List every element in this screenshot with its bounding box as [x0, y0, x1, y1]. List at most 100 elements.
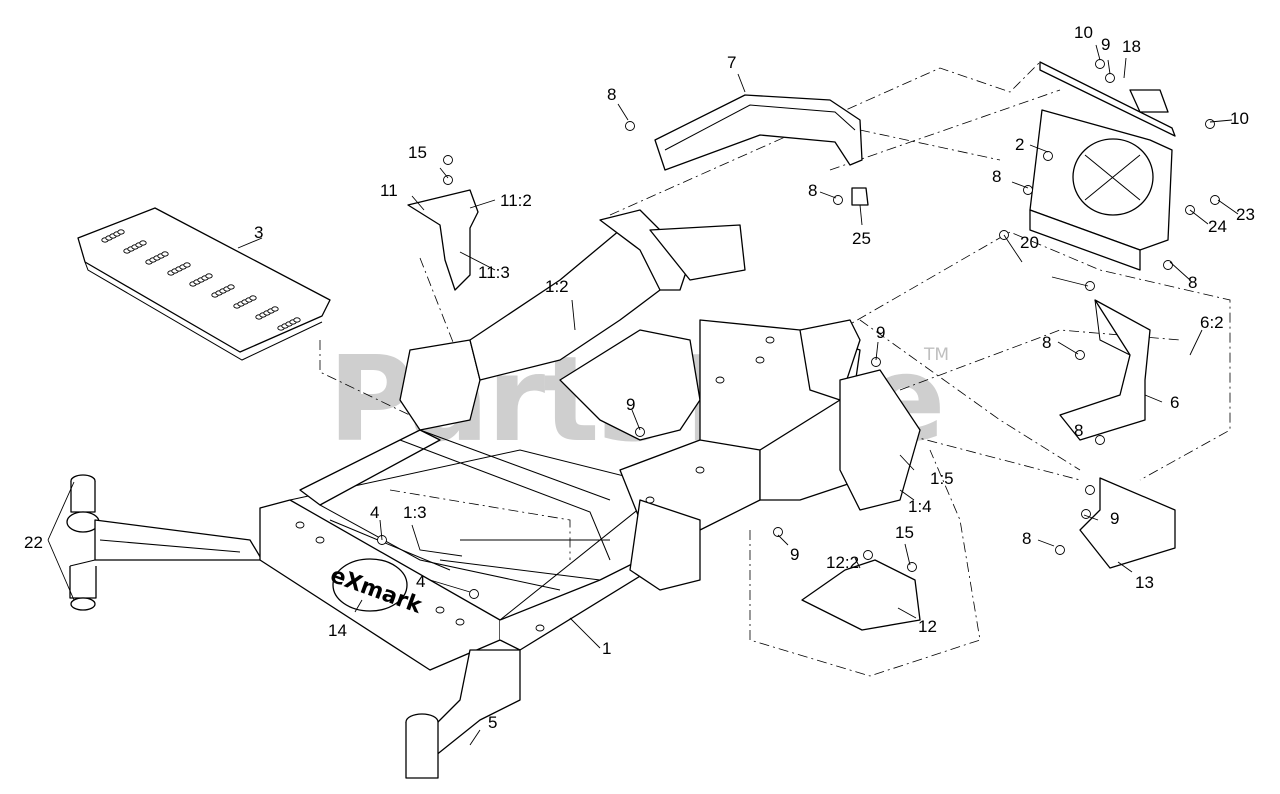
callout-20: 20	[1020, 233, 1039, 252]
callout-18: 18	[1122, 37, 1141, 56]
fastener	[469, 589, 479, 599]
plate-hole	[205, 273, 213, 279]
callout-11-2: 11:2	[500, 191, 532, 210]
fastener	[773, 527, 783, 537]
callout-9d: 9	[626, 395, 635, 414]
plate-hole	[271, 306, 279, 312]
fastener	[1095, 435, 1105, 445]
callout-14: 14	[328, 621, 347, 640]
fastener	[863, 550, 873, 560]
fastener	[1075, 350, 1085, 360]
plate-hole	[293, 317, 301, 323]
callout-1-4: 1:4	[908, 497, 932, 516]
fastener	[1205, 119, 1215, 129]
hardware-fasteners	[377, 59, 1220, 599]
callout-9e: 9	[790, 545, 799, 564]
fastener	[1085, 281, 1095, 291]
callout-1: 1	[602, 639, 611, 658]
fastener	[907, 562, 917, 572]
fastener	[1095, 59, 1105, 69]
part-5-post	[405, 713, 439, 779]
fastener	[443, 155, 453, 165]
part-1-main-frame	[259, 209, 921, 761]
fastener	[1210, 195, 1220, 205]
frame-hole	[645, 496, 655, 504]
callout-8e: 8	[1042, 333, 1051, 352]
plate-hole	[227, 284, 235, 290]
plate-hole	[183, 262, 191, 268]
callout-9b: 9	[1110, 509, 1119, 528]
callout-22: 22	[24, 533, 43, 552]
callout-9a: 9	[1101, 35, 1110, 54]
plate-hole	[161, 251, 169, 257]
frame-hole	[755, 356, 765, 364]
callout-12: 12	[918, 617, 937, 636]
plate-hole	[249, 295, 257, 301]
part-18-bar	[1039, 61, 1176, 137]
frame-hole	[435, 606, 445, 614]
watermark-trademark: TM	[923, 345, 949, 365]
part-12-plate	[801, 559, 921, 631]
fastener	[1085, 485, 1095, 495]
frame-hole	[535, 624, 545, 632]
callout-15a: 15	[408, 143, 427, 162]
frame-hole	[765, 336, 775, 344]
fastener	[1043, 151, 1053, 161]
callout-4b: 4	[416, 572, 425, 591]
callout-12-2: 12:2	[826, 553, 859, 572]
callout-9c: 9	[876, 323, 885, 342]
fastener	[443, 175, 453, 185]
callout-2: 2	[1015, 135, 1024, 154]
part-25-clip	[851, 187, 869, 206]
fastener	[1023, 185, 1033, 195]
callout-labels: 7 8 8 25 2 8 10 9 18 10 23 24 20 8 6:2 8…	[24, 23, 1255, 732]
plate-hole	[117, 229, 125, 235]
callout-1-5: 1:5	[930, 469, 954, 488]
callout-8f: 8	[1074, 421, 1083, 440]
fastener	[635, 427, 645, 437]
callout-25: 25	[852, 229, 871, 248]
callout-7: 7	[727, 53, 736, 72]
part-3-step-plate	[77, 207, 331, 361]
callout-15b: 15	[895, 523, 914, 542]
frame-hole	[695, 466, 705, 474]
callout-8d: 8	[1188, 273, 1197, 292]
callout-1-2: 1:2	[545, 277, 569, 296]
callout-13: 13	[1135, 573, 1154, 592]
part-7-upper-shield	[654, 94, 863, 171]
callout-8b: 8	[808, 181, 817, 200]
callout-1-3: 1:3	[403, 503, 427, 522]
assembly-dash-lines	[319, 61, 1231, 677]
part-13-bracket	[1079, 477, 1176, 569]
callout-8c: 8	[992, 167, 1001, 186]
callout-5: 5	[488, 713, 497, 732]
callout-8g: 8	[1022, 529, 1031, 548]
plate-hole	[139, 240, 147, 246]
callout-6: 6	[1170, 393, 1179, 412]
callout-24: 24	[1208, 217, 1227, 236]
fastener	[625, 121, 635, 131]
leader-lines	[47, 44, 1239, 746]
fastener	[1105, 73, 1115, 83]
part-6-side-shield	[1059, 299, 1151, 441]
frame-hole	[455, 618, 465, 626]
frame-hole	[295, 521, 305, 529]
part-2-rear-plate	[1029, 109, 1173, 271]
callout-11-3: 11:3	[478, 263, 510, 282]
fastener	[1055, 545, 1065, 555]
fastener	[1163, 260, 1173, 270]
frame-hole	[715, 376, 725, 384]
part-11-bracket	[407, 189, 479, 291]
callout-3: 3	[254, 223, 263, 242]
part-22-caster-mount	[66, 474, 263, 611]
callout-6-2: 6:2	[1200, 313, 1224, 332]
frame-hole	[315, 536, 325, 544]
callout-10b: 10	[1230, 109, 1249, 128]
callout-23: 23	[1236, 205, 1255, 224]
callout-4a: 4	[370, 503, 379, 522]
callout-11: 11	[380, 181, 398, 200]
fastener	[833, 195, 843, 205]
callout-10a: 10	[1074, 23, 1093, 42]
callout-8a: 8	[607, 85, 616, 104]
